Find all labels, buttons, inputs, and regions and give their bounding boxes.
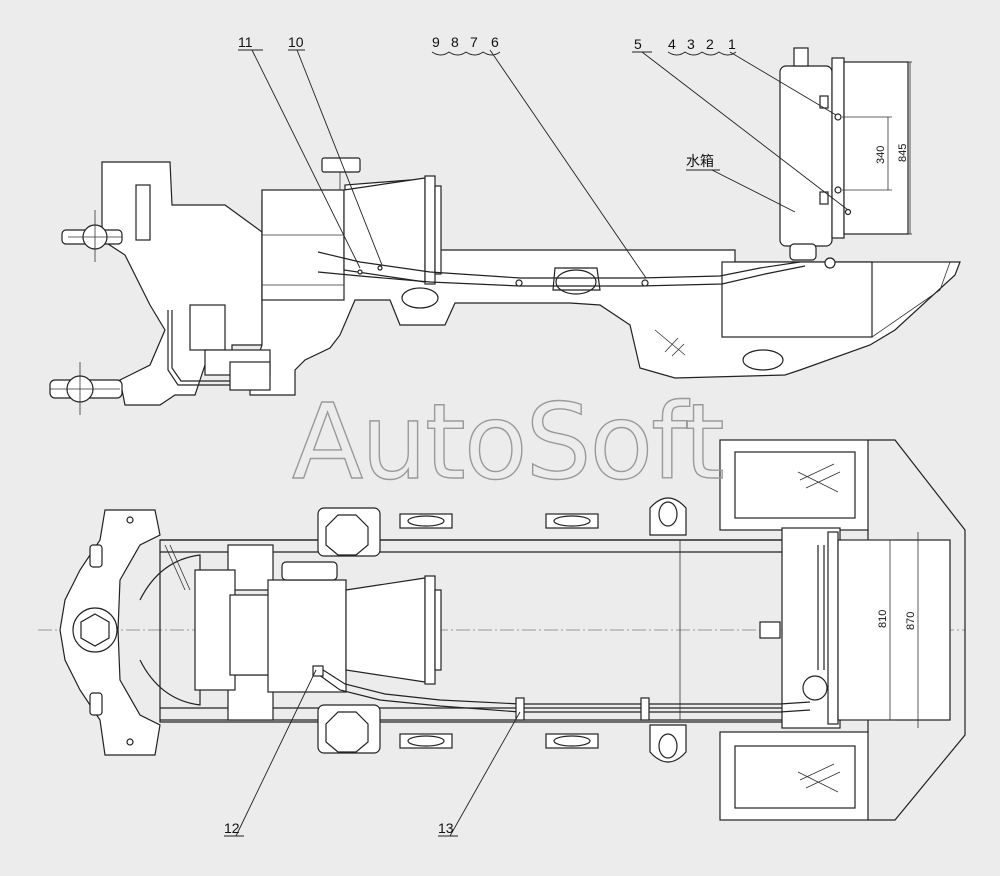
callout-7: 7 (470, 34, 478, 50)
dim-340: 340 (875, 146, 887, 164)
dim-810: 810 (877, 610, 889, 628)
callout-leaders-top (238, 49, 849, 279)
callout-leaders-bottom (224, 669, 521, 837)
callout-1: 1 (728, 36, 736, 52)
side-view (49, 47, 961, 415)
callout-11: 11 (238, 34, 253, 50)
tank-label: 水箱 (686, 153, 714, 169)
callout-3: 3 (687, 36, 695, 52)
callout-13: 13 (438, 820, 454, 836)
dim-870: 870 (905, 612, 917, 630)
callout-12: 12 (224, 820, 240, 836)
callout-5: 5 (634, 36, 642, 52)
callout-4: 4 (668, 36, 676, 52)
dim-845: 845 (897, 144, 909, 162)
callout-2: 2 (706, 36, 714, 52)
callout-6: 6 (491, 34, 499, 50)
callout-10: 10 (288, 34, 304, 50)
callout-numbers: 11 10 9 8 7 6 5 4 3 2 1 水箱 12 13 (224, 34, 736, 836)
dimension-labels: 845 340 810 870 (875, 144, 917, 630)
callout-9: 9 (432, 34, 440, 50)
callout-8: 8 (451, 34, 459, 50)
plan-view (38, 439, 966, 821)
watermark-text: AutoSoft (292, 381, 723, 503)
